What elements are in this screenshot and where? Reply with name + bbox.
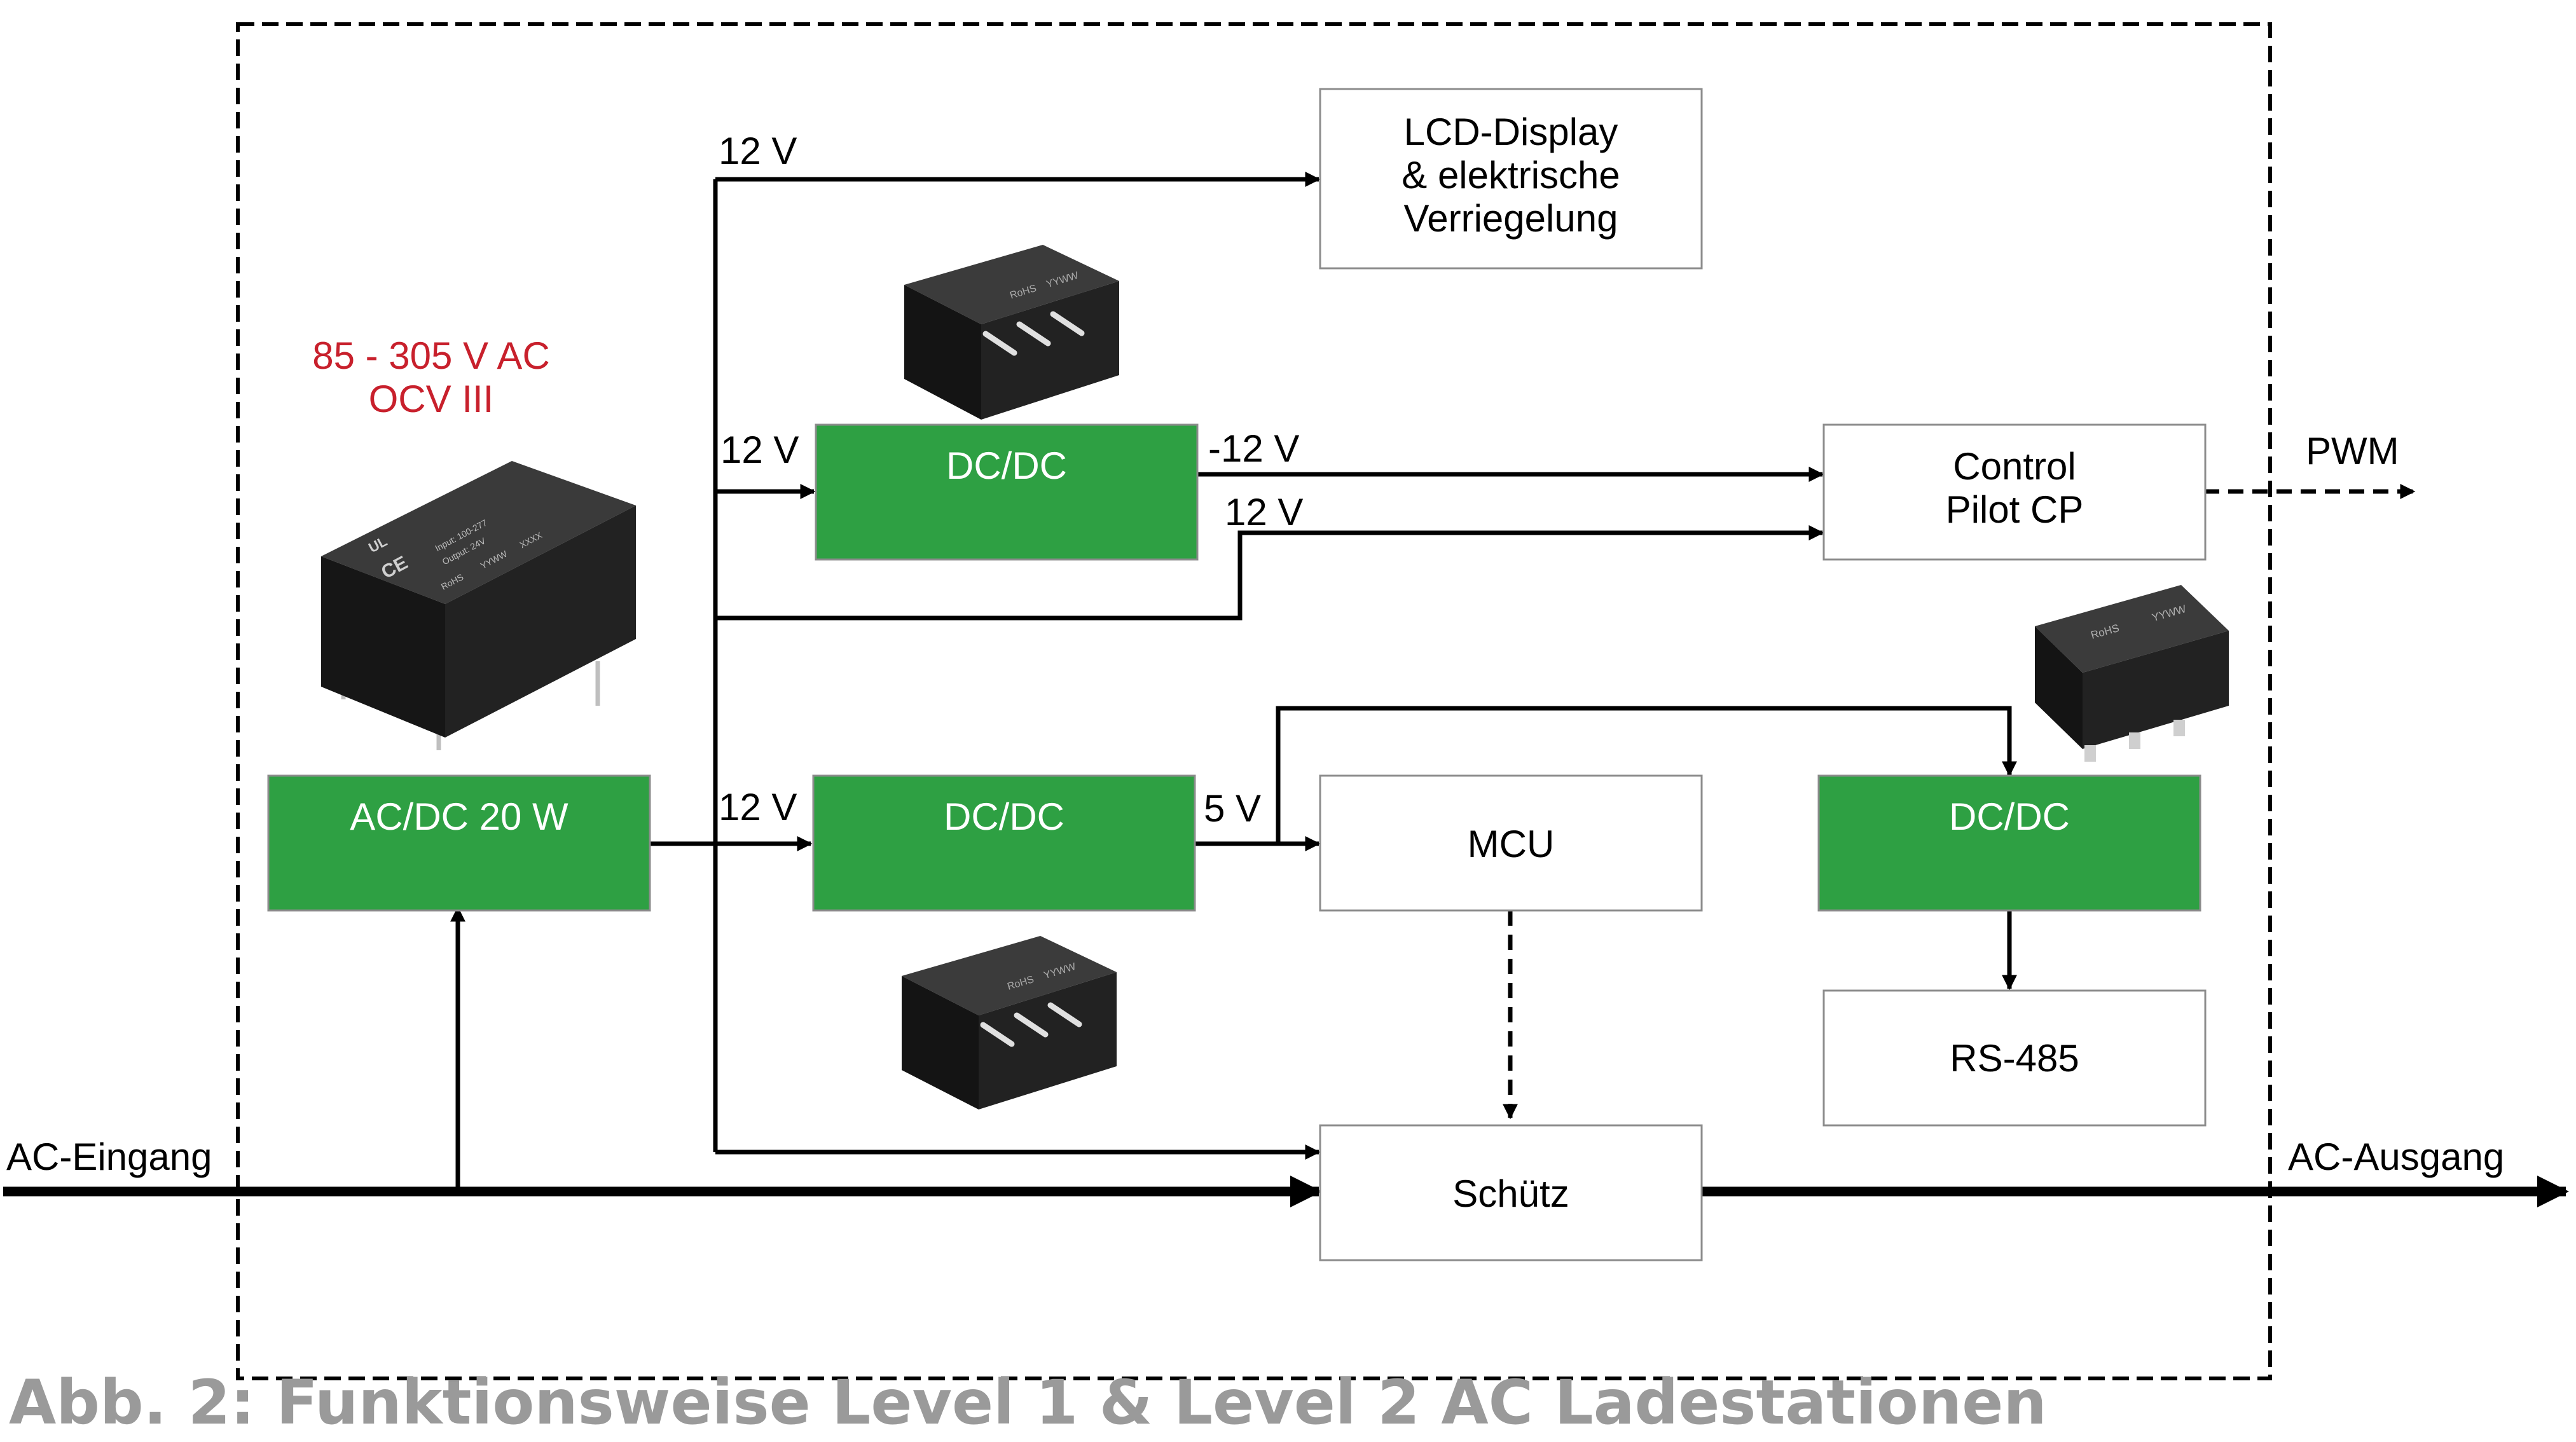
enclosure-boundary — [236, 22, 2272, 1380]
acdc-module-photo-icon: Input: 100-277 Output: 24V RoHS YYWW XXX… — [321, 461, 636, 750]
acdc-label: AC/DC 20 W — [350, 795, 568, 838]
label-12v-control-pilot: 12 V — [1225, 491, 1303, 533]
figure-caption: Abb. 2: Funktionsweise Level 1 & Level 2… — [9, 1367, 2047, 1438]
input-spec-line2: OCV III — [369, 378, 494, 420]
lcd-label-line3: Verriegelung — [1404, 197, 1618, 240]
schuetz-block — [1319, 1124, 1703, 1261]
acdc-block — [267, 774, 651, 912]
line-5v-to-dcdc-right — [1276, 706, 2017, 844]
dcdc-mid-block — [812, 774, 1196, 912]
control-pilot-label-line2: Pilot CP — [1946, 488, 2084, 531]
control-pilot-label-line1: Control — [1953, 445, 2076, 488]
label-pwm: PWM — [2306, 430, 2399, 472]
label-12v-lcd: 12 V — [719, 130, 797, 172]
sip-dcdc-module-photo-icon-2: RoHS YYWW — [902, 936, 1117, 1109]
label-ac-ausgang: AC-Ausgang — [2288, 1136, 2504, 1178]
input-spec-line1: 85 - 305 V AC — [312, 334, 550, 377]
line-12v-to-control-pilot — [715, 525, 1824, 621]
dcdc-top-label: DC/DC — [946, 444, 1067, 487]
dcdc-right-block — [1817, 774, 2201, 912]
mcu-label: MCU — [1468, 823, 1555, 865]
rs485-block — [1822, 989, 2207, 1127]
lcd-label-line1: LCD-Display — [1404, 111, 1618, 153]
label-12v-dcdc-mid: 12 V — [719, 786, 797, 828]
mcu-block — [1319, 774, 1703, 912]
dcdc-right-label: DC/DC — [1949, 795, 2070, 838]
smd-dcdc-module-photo-icon: RoHS YYWW — [2035, 585, 2229, 762]
label-neg12v: -12 V — [1208, 427, 1299, 470]
lcd-label-line2: & elektrische — [1402, 154, 1620, 196]
rs485-label: RS-485 — [1950, 1037, 2079, 1080]
label-ac-eingang: AC-Eingang — [6, 1136, 212, 1178]
lcd-block — [1319, 88, 1703, 270]
label-12v-dcdc-top: 12 V — [720, 429, 799, 471]
sip-dcdc-module-photo-icon: RoHS YYWW — [904, 245, 1119, 420]
schuetz-label: Schütz — [1452, 1172, 1569, 1215]
dcdc-mid-label: DC/DC — [944, 795, 1064, 838]
dcdc-top-block — [815, 423, 1199, 561]
control-pilot-block — [1822, 423, 2207, 561]
label-5v: 5 V — [1204, 787, 1261, 830]
